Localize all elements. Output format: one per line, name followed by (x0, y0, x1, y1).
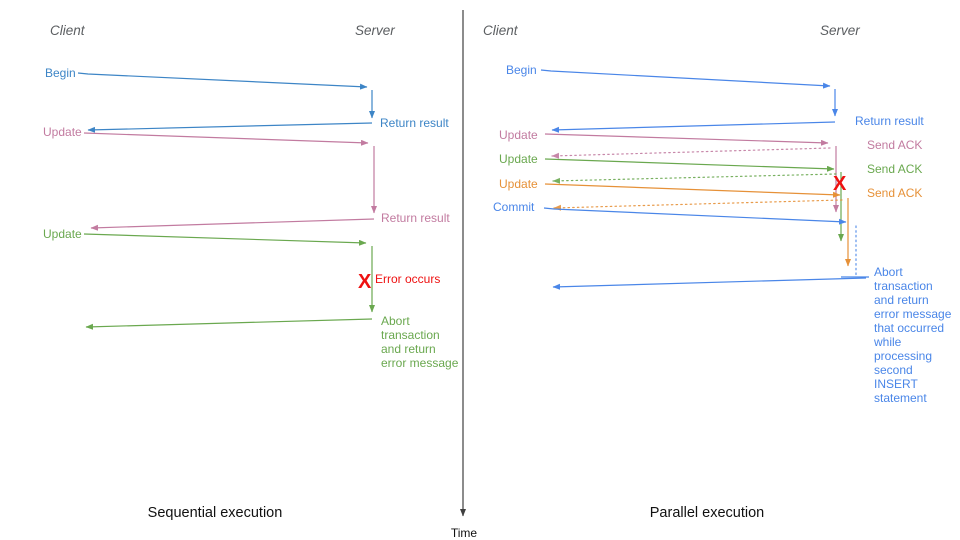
abort-line: INSERT (874, 377, 918, 391)
abort-line: Abort (381, 314, 410, 328)
left-diagram-title: Sequential execution (148, 505, 283, 521)
left-return-1-arrow (87, 122, 373, 133)
right-update-3-label: Update (499, 177, 538, 191)
right-diagram: Client Server Begin Return result Update… (483, 23, 955, 521)
left-abort-return-arrow (85, 318, 373, 330)
right-ack-1-arrow (551, 147, 831, 159)
left-begin-label: Begin (45, 66, 76, 80)
right-server-header: Server (820, 23, 860, 38)
abort-line: processing (874, 349, 932, 363)
right-update-1-request-arrow (544, 133, 829, 146)
left-error-x-icon: X (358, 271, 372, 293)
right-begin-request-arrow (540, 69, 831, 89)
right-ack-1-label: Send ACK (867, 138, 922, 152)
abort-line: while (873, 335, 902, 349)
right-return-result-label: Return result (855, 114, 924, 128)
right-commit-label: Commit (493, 200, 535, 214)
right-diagram-title: Parallel execution (650, 505, 764, 521)
right-ack-3-arrow (553, 199, 843, 211)
abort-line: error message (381, 356, 459, 370)
abort-line: that occurred (874, 321, 944, 335)
abort-line: Abort (874, 265, 903, 279)
right-update-2-request-arrow (544, 158, 835, 172)
right-ack-2-arrow (552, 173, 837, 184)
right-ack-3-label: Send ACK (867, 186, 922, 200)
abort-line: transaction (381, 328, 440, 342)
right-update-3-request-arrow (544, 183, 841, 198)
abort-line: and return (874, 293, 929, 307)
left-update-2-label: Update (43, 227, 82, 241)
right-client-header: Client (483, 23, 519, 38)
left-diagram: Client Server Begin Return result Update… (43, 23, 459, 521)
right-commit-request-arrow (543, 207, 847, 225)
left-return-result-2-label: Return result (381, 211, 450, 225)
right-abort-return-arrow (552, 277, 867, 290)
left-begin-request-arrow (77, 72, 368, 90)
right-begin-label: Begin (506, 63, 537, 77)
right-update-1-label: Update (499, 128, 538, 142)
right-return-arrow (551, 121, 836, 133)
abort-line: and return (381, 342, 436, 356)
abort-line: second (874, 363, 913, 377)
right-abort-message: Abort transaction and return error messa… (873, 265, 955, 405)
left-update-1-label: Update (43, 125, 82, 139)
abort-line: statement (874, 391, 927, 405)
left-client-header: Client (50, 23, 86, 38)
abort-line: transaction (874, 279, 933, 293)
time-axis-label: Time (451, 526, 478, 540)
right-update-2-label: Update (499, 152, 538, 166)
left-return-2-arrow (90, 218, 375, 231)
left-error-occurs-label: Error occurs (375, 272, 440, 286)
right-ack-2-label: Send ACK (867, 162, 922, 176)
left-update-1-request-arrow (83, 132, 369, 146)
left-server-header: Server (355, 23, 395, 38)
right-error-x-icon: X (833, 173, 847, 195)
abort-line: error message (874, 307, 952, 321)
left-return-result-1-label: Return result (380, 116, 449, 130)
left-update-2-request-arrow (83, 233, 367, 246)
left-abort-message: Abort transaction and return error messa… (381, 314, 459, 370)
